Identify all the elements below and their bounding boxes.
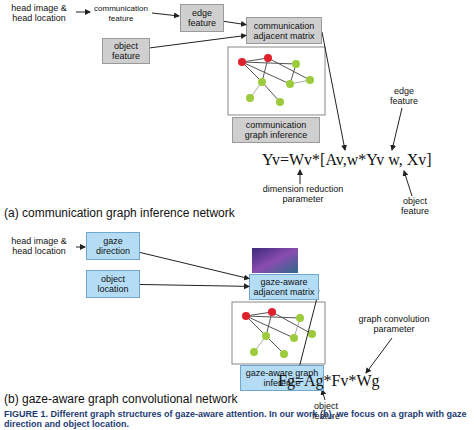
formula: Fg=Ag*Fv*Wg: [278, 372, 428, 390]
scene-thumbnail: [252, 248, 298, 273]
graph-vertices: [242, 308, 316, 358]
feature-label: communication feature: [90, 4, 152, 24]
process-box: object feature: [102, 38, 150, 64]
box-text: gaze-aware adjacent matrix: [252, 277, 316, 297]
callout-arrow: [300, 170, 301, 184]
feature-arrow: [152, 13, 179, 16]
graph-frame: [232, 302, 325, 364]
process-box: edge feature: [180, 4, 224, 32]
subfigure-label: (b) gaze-aware graph convolutional netwo…: [4, 392, 266, 406]
matrix-to-formula-arrow: [298, 290, 319, 372]
input-arrow: [76, 247, 85, 248]
connector-arrow: [150, 35, 246, 47]
box-text: communication graph inference: [235, 120, 317, 140]
input-label: head image & head location: [2, 236, 76, 256]
callout-label: object feature: [392, 196, 438, 216]
box-text: gaze direction: [89, 236, 137, 256]
box-text: edge feature: [183, 8, 221, 28]
box-text: object location: [89, 274, 137, 294]
box-text: object feature: [105, 41, 147, 61]
process-box: object location: [86, 270, 140, 298]
callout-arrow: [366, 338, 392, 373]
formula: Yv=Wv*[Av,w*Yv w, Xv]: [262, 151, 442, 169]
matrix-to-formula-arrow: [322, 32, 345, 150]
connector-arrow: [140, 284, 249, 286]
graph-illustration: [246, 312, 312, 354]
process-box: gaze-aware adjacent matrix: [249, 274, 319, 300]
callout-label: graph convolution parameter: [354, 314, 434, 334]
process-box: gaze direction: [86, 232, 140, 260]
process-box: communication graph inference: [232, 117, 320, 143]
callout-arrow: [404, 171, 412, 196]
figure-caption: FIGURE 1. Different graph structures of …: [4, 409, 470, 429]
graph-frame: [228, 47, 325, 115]
input-label: head image & head location: [2, 3, 76, 23]
callout-label: dimension reduction parameter: [256, 184, 350, 204]
box-text: communication adjacent matrix: [249, 21, 319, 41]
connector-arrow: [224, 21, 246, 24]
callout-arrow: [392, 108, 402, 150]
callout-label: edge feature: [382, 86, 426, 106]
graph-vertices: [238, 54, 314, 106]
connector-arrow: [140, 252, 249, 278]
callout-arrow: [322, 390, 325, 400]
graph-illustration: [242, 58, 310, 102]
input-arrow: [76, 12, 90, 13]
process-box: communication adjacent matrix: [246, 17, 322, 44]
subfigure-label: (a) communication graph inference networ…: [4, 206, 264, 220]
